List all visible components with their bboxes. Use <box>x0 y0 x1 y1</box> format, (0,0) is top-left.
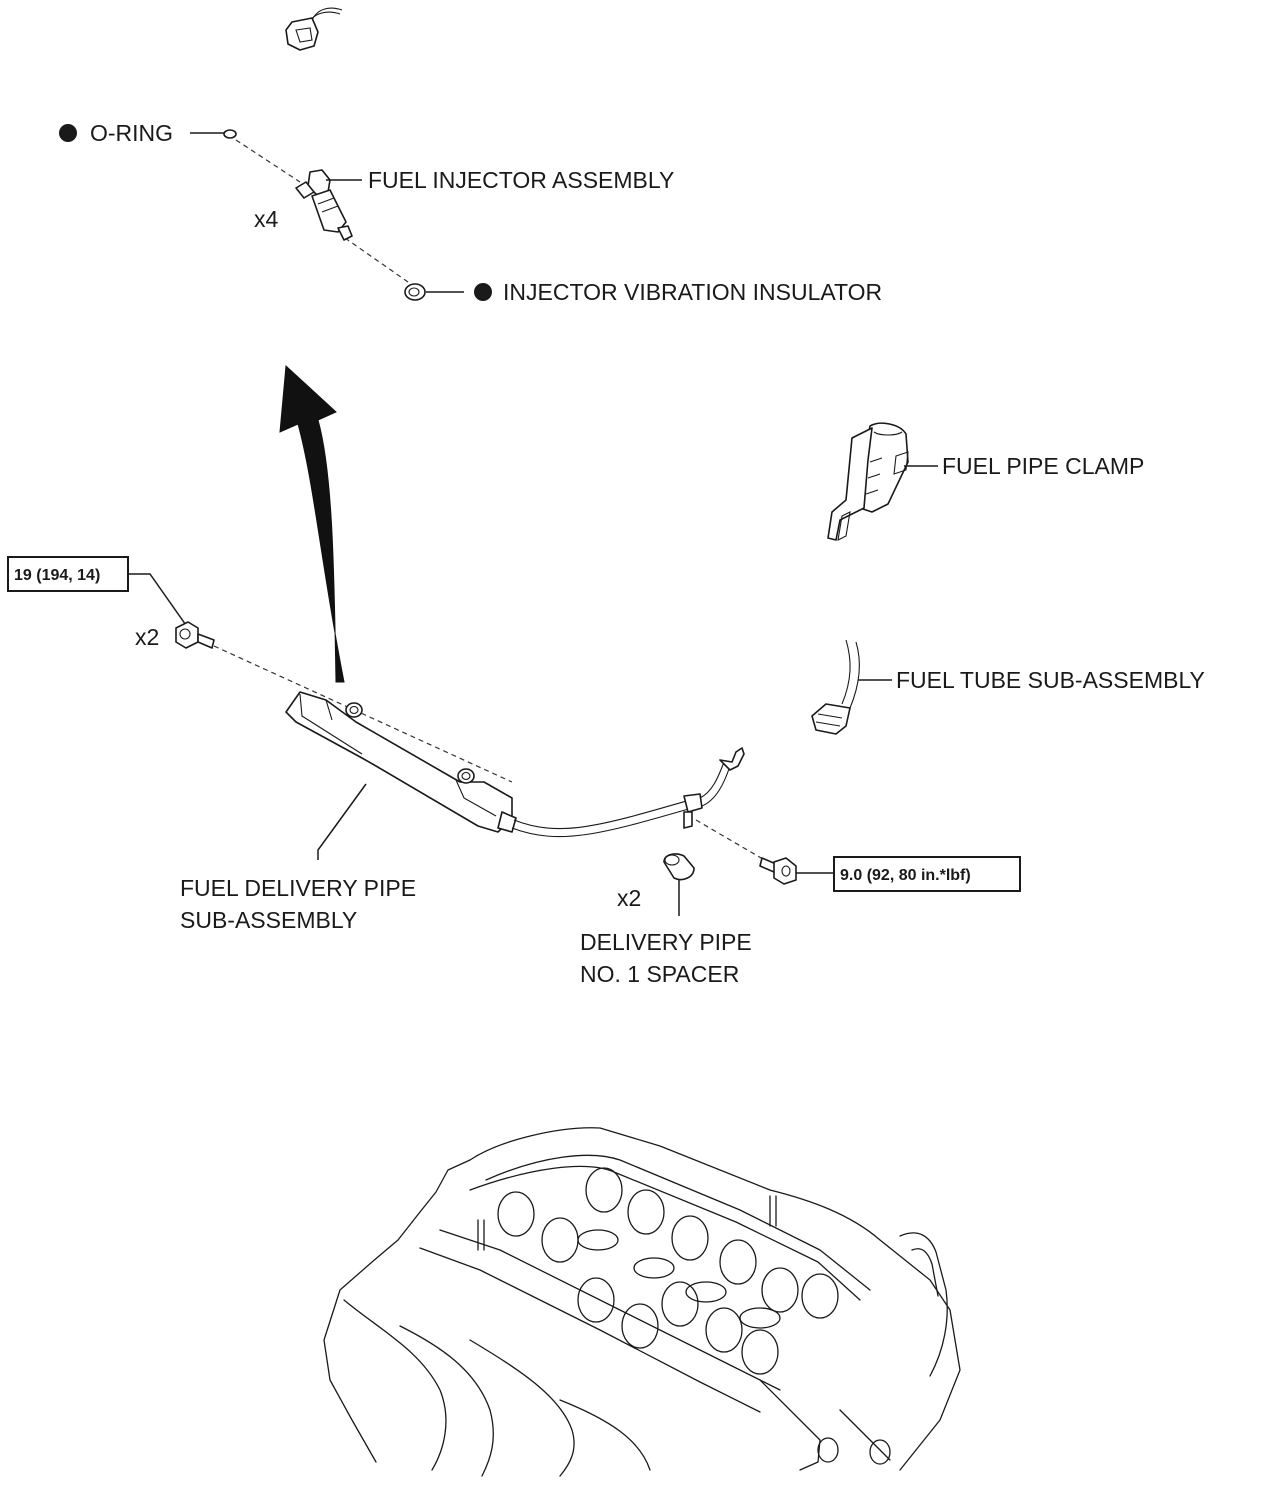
delivery-pipe-bolt-torque-box <box>7 556 129 592</box>
injector-axis-line-lower <box>344 237 409 283</box>
fuel-injector-assembly-label: FUEL INJECTOR ASSEMBLY <box>368 167 674 193</box>
fuel-tube-bolt-torque-box <box>833 856 1021 892</box>
delivery-pipe-spacer-label-line2: NO. 1 SPACER <box>580 961 739 987</box>
fuel-tube-bolt-axis-line <box>695 819 769 863</box>
vibration-insulator-icon <box>404 283 426 301</box>
non-reusable-marker-icon <box>474 283 492 301</box>
fuel-pipe-clamp-icon <box>827 422 909 541</box>
delivery-pipe-leader <box>317 783 367 860</box>
injector-axis-line-upper <box>235 139 301 183</box>
fuel-tube-bolt-torque: 9.0 (92, 80 in.*lbf) <box>840 867 971 884</box>
fuel-tube-bolt-icon <box>759 857 797 885</box>
spacer-quantity-label: x2 <box>617 885 641 911</box>
bolt-torque-leader <box>128 573 189 629</box>
delivery-pipe-bolt-icon <box>175 621 215 649</box>
fuel-delivery-pipe-label-line2: SUB-ASSEMBLY <box>180 907 357 933</box>
delivery-pipe-spacer-label-line1: DELIVERY PIPE <box>580 929 752 955</box>
fuel-injector-icon <box>295 169 353 241</box>
bolt-quantity-label: x2 <box>135 624 159 650</box>
connector-fragment-icon <box>285 7 343 51</box>
engine-cylinder-head-icon <box>323 1127 961 1477</box>
o-ring-label: O-RING <box>90 120 173 146</box>
non-reusable-marker-icon <box>59 124 77 142</box>
fuel-tube-sub-assembly-label: FUEL TUBE SUB-ASSEMBLY <box>896 667 1205 693</box>
fuel-delivery-pipe-icon <box>285 691 745 838</box>
fuel-pipe-clamp-label: FUEL PIPE CLAMP <box>942 453 1144 479</box>
fuel-tube-icon <box>811 639 860 735</box>
injector-quantity-label: x4 <box>254 206 279 232</box>
fuel-delivery-pipe-label-line1: FUEL DELIVERY PIPE <box>180 875 416 901</box>
removal-direction-arrow-icon <box>279 364 345 683</box>
delivery-pipe-spacer-icon <box>663 853 695 881</box>
delivery-pipe-bolt-torque: 19 (194, 14) <box>14 567 100 584</box>
bolt-axis-line <box>213 645 513 783</box>
injector-vibration-insulator-label: INJECTOR VIBRATION INSULATOR <box>503 279 882 305</box>
o-ring-icon <box>223 129 237 139</box>
